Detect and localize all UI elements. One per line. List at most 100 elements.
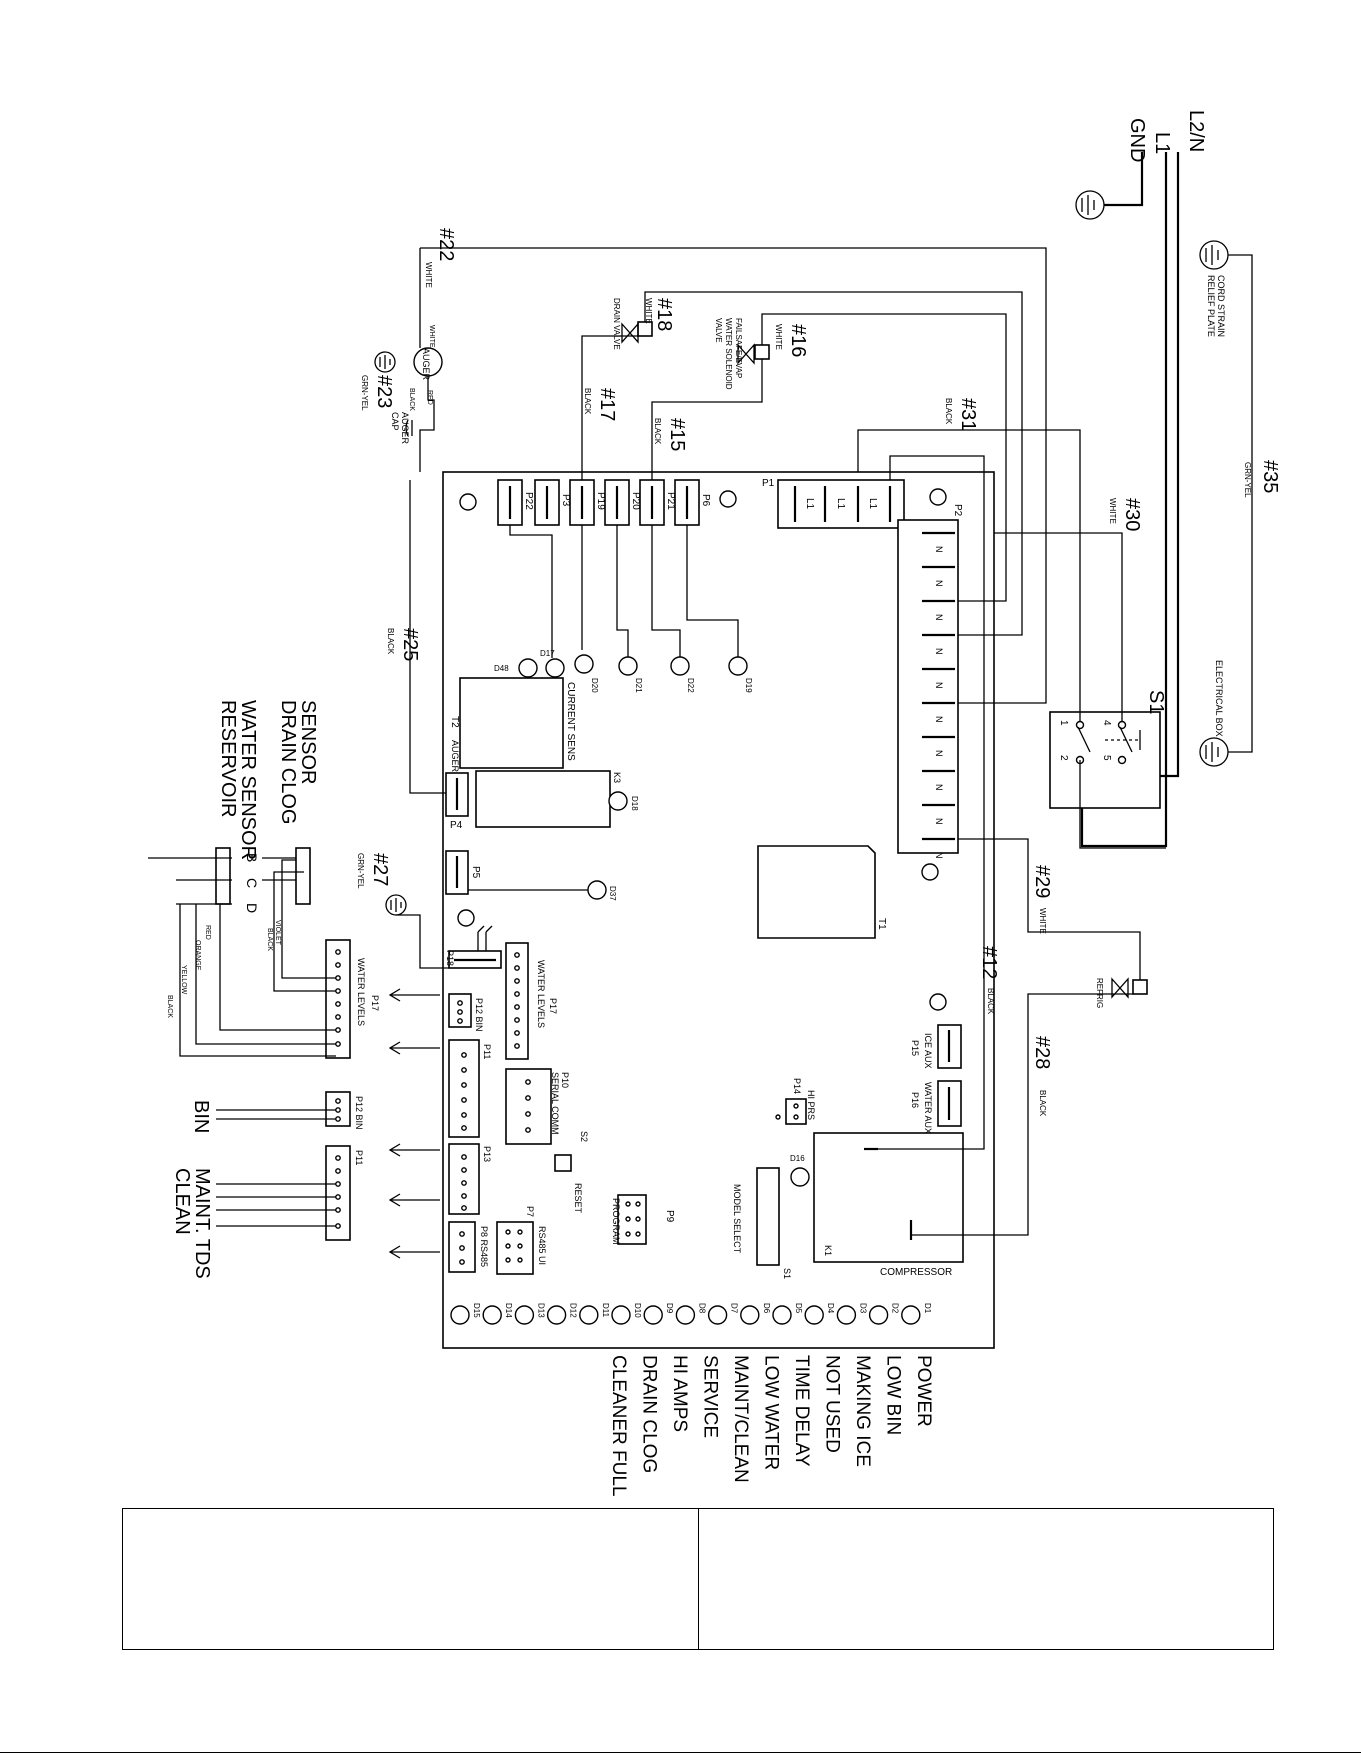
- rs485-ui-label: RS485 UI: [537, 1226, 547, 1265]
- ext-p12-label: P12 BIN: [354, 1096, 364, 1130]
- led-d6-label: D6: [762, 1303, 771, 1314]
- p1-connector: P1 L1 L1 L1: [762, 478, 905, 529]
- p2-n-8: N: [934, 784, 944, 791]
- led-d7: [707, 1305, 728, 1325]
- d22-label: D22: [686, 678, 695, 693]
- p1-l1-c: L1: [867, 498, 878, 510]
- s1-pin-4: 4: [1101, 720, 1112, 726]
- cord-strain-ground-icon: [1199, 240, 1229, 270]
- wire-18-color: WHITE: [644, 298, 653, 324]
- d19-label: D19: [744, 678, 753, 693]
- wire-12-num: #12: [978, 946, 1000, 979]
- ice-aux-label: ICE AUX: [923, 1033, 933, 1069]
- left-connectors: P12 BIN P11 P13 P8 RS485: [448, 993, 492, 1273]
- sensor-red-label: RED: [204, 925, 211, 940]
- sensor-black-label-2: BLACK: [166, 995, 173, 1018]
- wire-12-color: BLACK: [986, 988, 995, 1015]
- wire-12-route: [878, 455, 985, 1150]
- bin-label: BIN: [190, 1100, 212, 1133]
- clean-label: CLEAN: [171, 1168, 193, 1235]
- led-legend-1: LOW BIN: [883, 1355, 904, 1435]
- wire-31-num: #31: [957, 398, 979, 431]
- led-d12: [546, 1305, 567, 1325]
- led-d1-label: D1: [923, 1303, 932, 1314]
- orange-label: ORANGE: [194, 940, 201, 971]
- p5-connector: P5 D37: [445, 850, 617, 901]
- led-d10: [611, 1305, 631, 1325]
- electrical-box-label: ELECTRICAL BOX: [1214, 660, 1224, 737]
- p2-n-7: N: [934, 750, 944, 757]
- t1-label: T1: [876, 918, 887, 930]
- sensor-c-label: C: [244, 878, 260, 888]
- failsafe-valve: FAILSAFE/EVAP WATER SOLENOID VALVE #16 W…: [651, 313, 1007, 602]
- led-legend-7: SERVICE: [700, 1355, 721, 1438]
- drain-valve-icon: [621, 323, 639, 343]
- led-legend-9: DRAIN CLOG: [639, 1355, 660, 1473]
- led-d3-label: D3: [858, 1303, 867, 1314]
- violet-label: VIOLET: [274, 920, 281, 946]
- wire-18-num: #18: [653, 298, 675, 331]
- d48-label: D48: [494, 664, 509, 673]
- led-d12-label: D12: [569, 1303, 578, 1318]
- reservoir-label-2: WATER SENSOR: [237, 700, 259, 860]
- s1-label: S1: [1145, 690, 1167, 714]
- p3-label: P3: [560, 494, 571, 507]
- sensor-d-label: D: [244, 903, 260, 913]
- water-aux-label: WATER AUX: [923, 1082, 933, 1134]
- k3-label: K3: [612, 772, 622, 783]
- left-sensors: DRAIN CLOG SENSOR RESERVOIR WATER SENSOR…: [148, 700, 440, 1279]
- cord-strain-label: CORD STRAIN: [1216, 275, 1226, 337]
- refrig-valve: REFRIG #29 WHITE #28 BLACK: [911, 838, 1148, 1236]
- reservoir-label-1: RESERVOIR: [217, 700, 239, 817]
- wire-31-color: BLACK: [944, 398, 953, 425]
- k3-relay: K3 D18: [475, 770, 639, 828]
- wire-22-color: WHITE: [424, 262, 433, 288]
- p2-n-3: N: [934, 614, 944, 621]
- p18-ground-icon: [385, 894, 407, 916]
- p9-program: PROGRAM P9: [611, 1194, 675, 1245]
- control-board: P22 P3 P19 P20 P21 P6 P1 L1 L1 L1 P2: [442, 471, 995, 1349]
- p2-label: P2: [952, 504, 963, 517]
- failsafe-label-2: WATER SOLENOID: [724, 318, 733, 390]
- wire-16-color: WHITE: [774, 324, 783, 350]
- p2-n-2: N: [934, 580, 944, 587]
- ground-27: #27 GRN-YEL: [356, 853, 449, 969]
- t2-current-sensor: CURRENT SENS T2 AUGER: [449, 677, 576, 773]
- serial-comm-label: SERIAL COMM: [550, 1072, 560, 1135]
- led-d6: [740, 1305, 760, 1325]
- p10-label: P10: [560, 1072, 570, 1088]
- wire-35-num: #35: [1259, 460, 1281, 493]
- wire-23-num: #23: [373, 375, 395, 408]
- led-d2-label: D2: [891, 1303, 900, 1314]
- p2-n-10: N: [934, 852, 944, 859]
- wire-23-color: GRN-YEL: [360, 375, 369, 411]
- d37-label: D37: [608, 886, 617, 901]
- led-d4-label: D4: [826, 1303, 835, 1314]
- p7-rs485-ui: P7 RS485 UI: [496, 1206, 547, 1275]
- failsafe-label-1: FAILSAFE/EVAP: [734, 318, 743, 378]
- led-d5-label: D5: [794, 1303, 803, 1314]
- program-label: PROGRAM: [611, 1198, 621, 1245]
- wire-15-color: BLACK: [653, 418, 662, 445]
- l1-label: L1: [1151, 132, 1173, 154]
- p21-label: P21: [665, 492, 676, 510]
- hi-prs-label: HI PRS: [806, 1090, 816, 1120]
- wire-28-num: #28: [1031, 1036, 1053, 1069]
- d20-label: D20: [590, 678, 599, 693]
- p19-label: P19: [595, 492, 606, 510]
- led-d9-label: D9: [665, 1303, 674, 1314]
- ext-p17-label: P17: [370, 995, 380, 1011]
- s1-pin-5: 5: [1101, 755, 1112, 761]
- wire-28-color: BLACK: [1038, 1090, 1047, 1117]
- auger-ground-icon: [374, 351, 396, 373]
- t2-label: T2: [449, 716, 460, 728]
- d18-label: D18: [630, 796, 639, 811]
- wire-17-num: #17: [596, 388, 618, 421]
- wire-29-color: WHITE: [1038, 908, 1047, 934]
- board-p13-label: P13: [482, 1146, 492, 1162]
- yellow-label: YELLOW: [180, 965, 187, 995]
- led-d8-label: D8: [697, 1303, 706, 1314]
- led-d8: [675, 1305, 696, 1325]
- s2-label: S2: [579, 1131, 589, 1142]
- s1-pin-2: 2: [1058, 755, 1069, 761]
